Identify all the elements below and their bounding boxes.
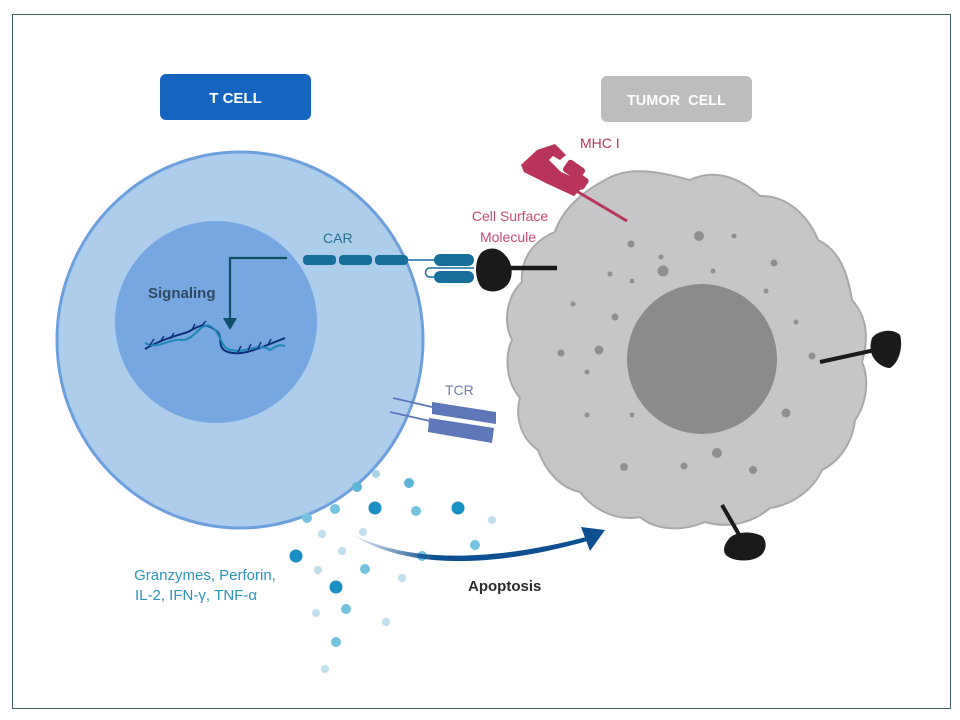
tcr-label: TCR xyxy=(445,382,474,398)
car-receptor xyxy=(303,254,474,283)
apoptosis-label: Apoptosis xyxy=(468,578,541,595)
antigen-bottom xyxy=(720,504,766,561)
tumor-cell-title-box: TUMOR CELL xyxy=(601,76,752,122)
t-cell-title-box: T CELL xyxy=(160,74,311,120)
antigen-right xyxy=(819,330,902,368)
mhc-i-label: MHC I xyxy=(580,135,620,151)
t-cell-title: T CELL xyxy=(209,90,262,107)
cell-surface-label-line2: Molecule xyxy=(480,229,536,245)
secreted-particles xyxy=(289,470,496,673)
cell-surface-molecule xyxy=(476,248,557,292)
signaling-label: Signaling xyxy=(148,285,216,302)
tcr-receptor xyxy=(389,397,496,443)
cell-surface-label-line1: Cell Surface xyxy=(472,208,548,224)
t-cell-nucleus xyxy=(115,221,317,423)
apoptosis-arrow xyxy=(350,527,605,562)
car-label: CAR xyxy=(323,230,353,246)
tumor-cell-title: TUMOR CELL xyxy=(627,93,726,109)
tumor-granules xyxy=(557,231,816,474)
secreted-molecules-label-line1: Granzymes, Perforin, xyxy=(134,567,276,584)
mhc-i-molecule xyxy=(521,144,628,223)
secreted-molecules-label-line2: IL-2, IFN-γ, TNF-α xyxy=(135,587,257,604)
tumor-cell-nucleus xyxy=(627,284,777,434)
dna-helix-icon xyxy=(144,320,286,355)
signaling-arrow xyxy=(223,256,287,330)
